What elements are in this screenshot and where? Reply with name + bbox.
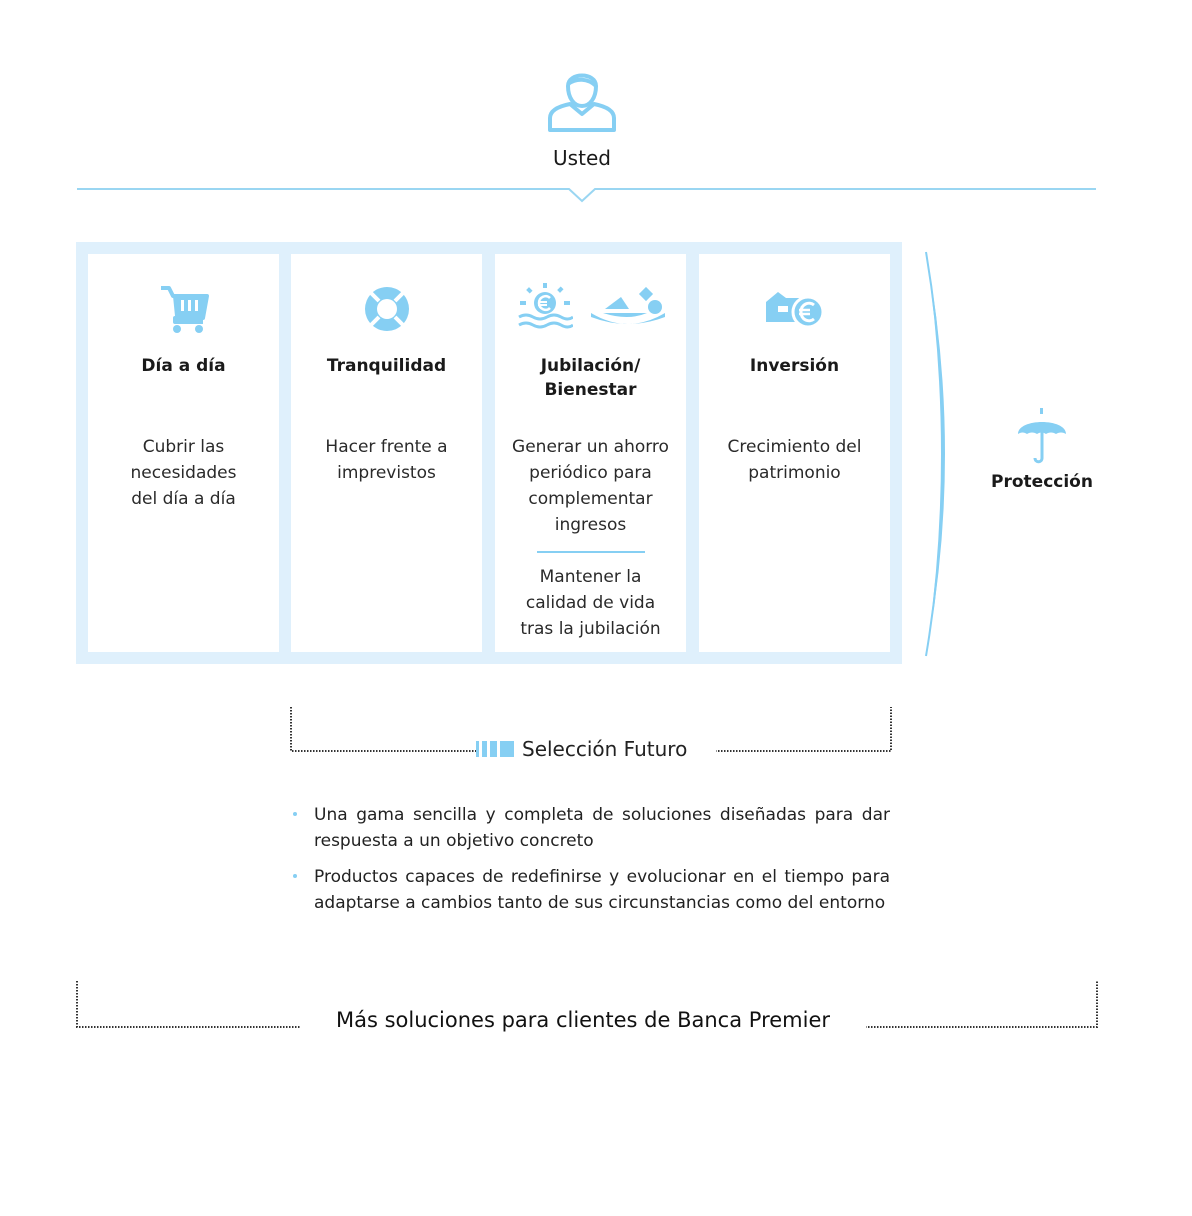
card-title: Inversión xyxy=(749,356,840,376)
card-description-line: Mantener la calidad de vida tras la jubi… xyxy=(520,567,661,639)
list-item: Productos capaces de redefinirse y evolu… xyxy=(288,864,890,916)
card-description: Generar un ahorro periódico para complem… xyxy=(503,434,678,642)
card-tranquilidad: Tranquilidad Hacer frente a imprevistos xyxy=(291,254,482,652)
house-euro-icon xyxy=(699,280,890,338)
bullet-icon xyxy=(293,812,297,816)
list-item: Una gama sencilla y completa de solucion… xyxy=(288,802,890,854)
card-inversion: Inversión Crecimiento del patrimonio xyxy=(699,254,890,652)
card-icons xyxy=(495,280,686,338)
seleccion-futuro-heading: Selección Futuro xyxy=(476,735,716,763)
card-description: Cubrir las necesidades del día a día xyxy=(130,437,237,509)
swimmer-icon xyxy=(590,286,665,331)
protection-label: Protección xyxy=(991,472,1093,492)
umbrella-icon xyxy=(1016,408,1068,466)
sun-euro-icon xyxy=(517,283,574,335)
footer-title: Más soluciones para clientes de Banca Pr… xyxy=(300,1008,866,1032)
seleccion-bullet-list: Una gama sencilla y completa de solucion… xyxy=(288,802,890,926)
bullet-icon xyxy=(293,874,297,878)
top-divider xyxy=(77,183,1096,203)
seleccion-bracket xyxy=(290,707,892,753)
card-dia-a-dia: Día a día Cubrir las necesidades del día… xyxy=(88,254,279,652)
card-jubilacion: Jubilación/ Bienestar Generar un ahorro … xyxy=(495,254,686,652)
card-description-line: Generar un ahorro periódico para complem… xyxy=(512,437,669,535)
card-description: Crecimiento del patrimonio xyxy=(727,437,862,483)
lifebuoy-icon xyxy=(291,280,482,338)
bullet-text: Una gama sencilla y completa de solucion… xyxy=(314,805,890,851)
bullet-text: Productos capaces de redefinirse y evolu… xyxy=(314,867,890,913)
bars-logo-icon xyxy=(476,741,514,757)
card-description: Hacer frente a imprevistos xyxy=(325,437,448,483)
user-label: Usted xyxy=(553,146,611,170)
card-title: Jubilación/ Bienestar xyxy=(540,356,641,400)
description-separator xyxy=(536,551,645,553)
protection-arc xyxy=(918,250,968,658)
card-title: Tranquilidad xyxy=(326,356,447,376)
card-title: Día a día xyxy=(141,356,226,376)
objectives-panel: Día a día Cubrir las necesidades del día… xyxy=(76,242,902,664)
seleccion-futuro-title: Selección Futuro xyxy=(522,737,688,761)
shopping-cart-icon xyxy=(88,280,279,338)
user-icon xyxy=(546,64,618,132)
